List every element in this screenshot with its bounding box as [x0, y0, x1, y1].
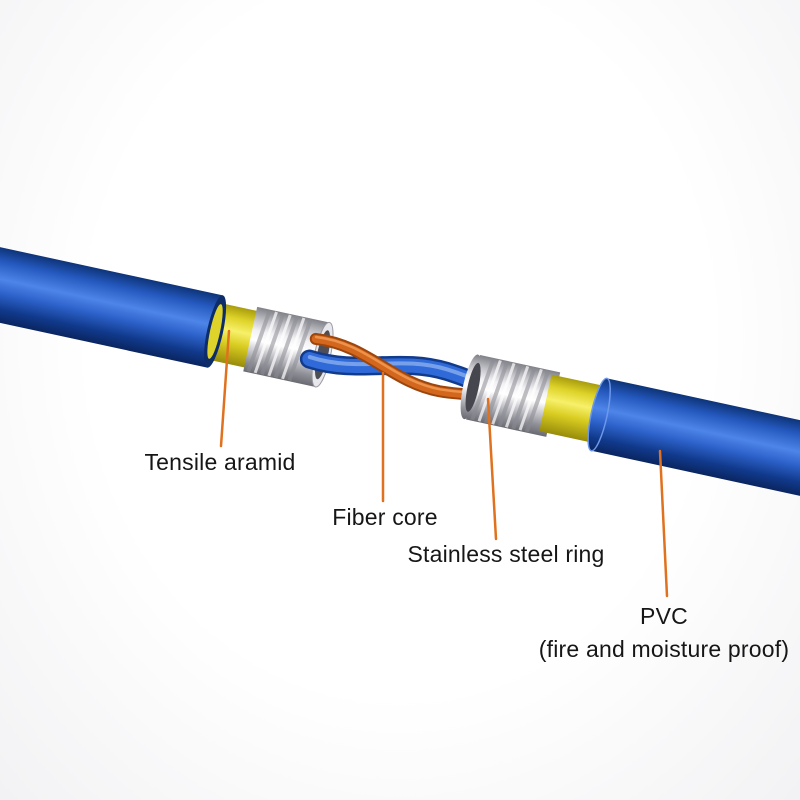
leader-line-pvc: [658, 449, 669, 598]
label-pvc-line1: PVC: [640, 603, 688, 629]
label-fiber-core: Fiber core: [332, 504, 438, 530]
leader-line-stainless-steel-ring: [486, 397, 498, 541]
label-pvc: PVC (fire and moisture proof): [539, 600, 789, 666]
label-stainless-steel-ring: Stainless steel ring: [407, 541, 605, 567]
steel-ring-left: [243, 306, 334, 388]
label-tensile-aramid: Tensile aramid: [144, 449, 296, 475]
pvc-jacket-left: [0, 240, 227, 368]
label-pvc-line2: (fire and moisture proof): [538, 636, 790, 662]
leader-line-tensile-aramid: [219, 329, 231, 448]
cable-assembly: [0, 240, 800, 504]
pvc-jacket-right: [587, 377, 800, 504]
leader-lines: [219, 329, 669, 598]
